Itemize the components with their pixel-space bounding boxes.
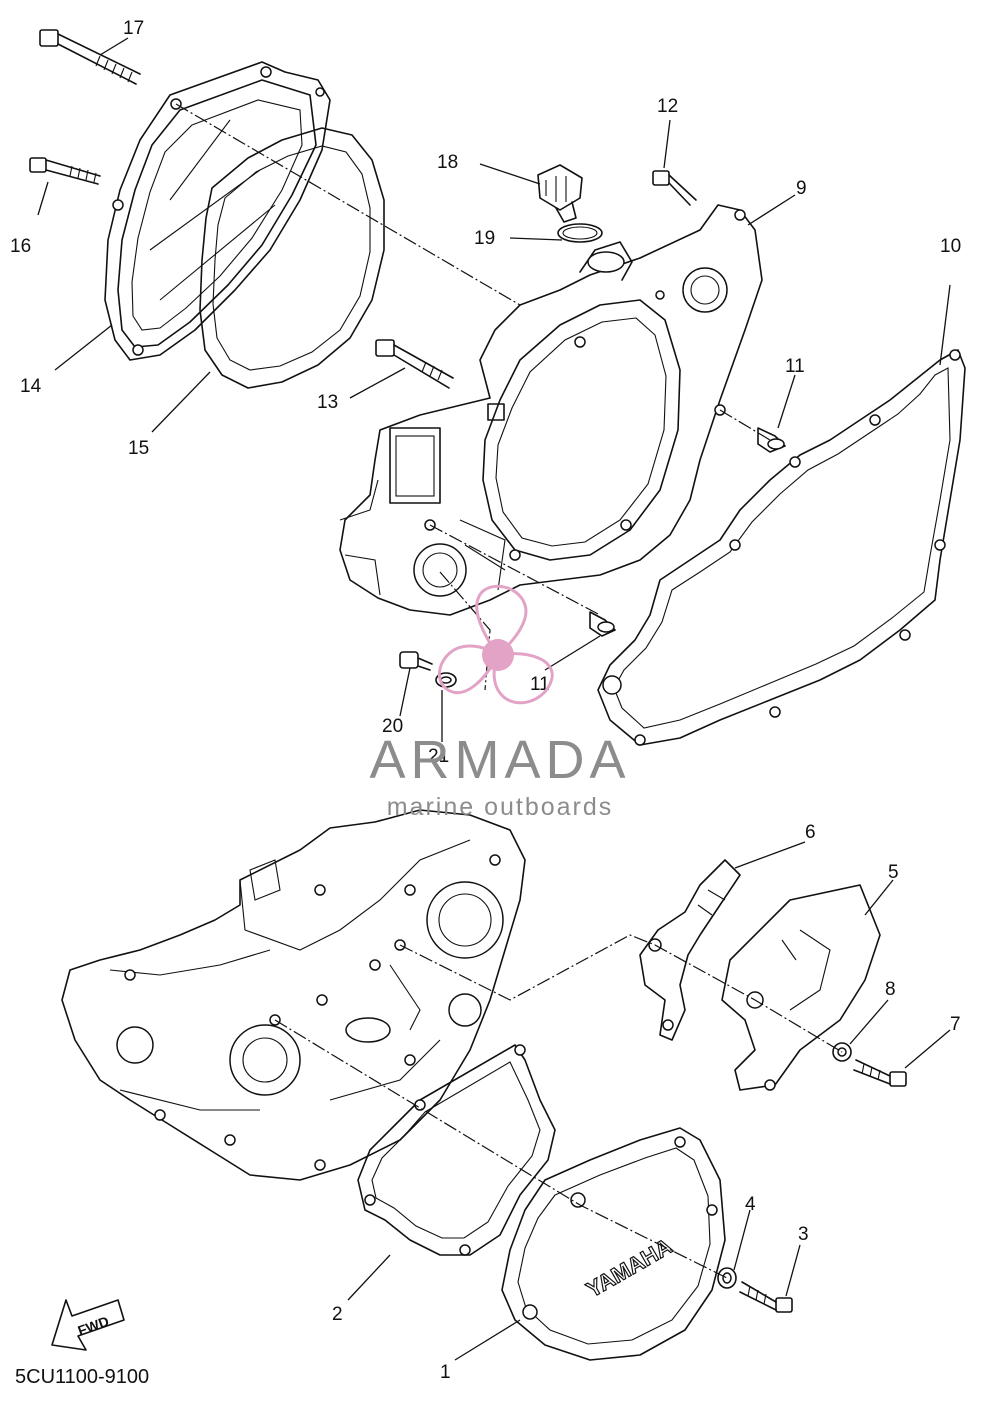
part-1-yamaha-cover: YAMAHA (501, 1127, 726, 1361)
crankcase-body (61, 809, 526, 1181)
callout-5: 5 (888, 862, 899, 883)
callout-11-upper: 11 (785, 356, 805, 377)
armada-watermark: ARMADA marine outboards (369, 584, 630, 821)
part-11-dowel-lower (589, 611, 616, 637)
watermark-subtitle: marine outboards (387, 793, 614, 821)
callout-12: 12 (657, 96, 678, 117)
callout-16: 16 (10, 236, 31, 257)
part-14-outer-cover (104, 61, 331, 361)
part-15-gasket (199, 127, 385, 389)
part-7-bolt (853, 1059, 907, 1087)
part-19-o-ring (557, 223, 603, 243)
part-11-dowel-upper (757, 427, 786, 453)
part-10-gasket (597, 349, 966, 746)
part-3-bolt (739, 1281, 793, 1313)
callout-20: 20 (382, 716, 403, 737)
fwd-label: FWD (76, 1313, 111, 1339)
leader-lines (37, 37, 951, 1361)
callout-4: 4 (745, 1194, 756, 1215)
part-16-bolt (29, 157, 101, 185)
alignment-lines (175, 103, 843, 1279)
callout-11-lower: 11 (530, 674, 550, 695)
callout-19: 19 (474, 228, 495, 249)
callout-18: 18 (437, 152, 458, 173)
callout-13: 13 (317, 392, 338, 413)
part-2-gasket (357, 1044, 556, 1256)
part-5-sprocket-cover (721, 884, 881, 1091)
callout-21: 21 (428, 746, 449, 767)
callout-2: 2 (332, 1304, 343, 1325)
callout-1: 1 (440, 1362, 451, 1383)
part-6-guide-plate (639, 859, 741, 1041)
callout-17: 17 (123, 18, 144, 39)
part-12-bolt (652, 170, 697, 206)
part-20-bolt (399, 651, 433, 671)
yamaha-emblem: YAMAHA (582, 1233, 676, 1302)
callout-15: 15 (128, 438, 149, 459)
part-13-bolt (375, 339, 454, 389)
part-18-filler-plug (537, 164, 583, 223)
callout-numbers: 1 2 3 4 5 6 7 8 9 10 11 11 12 13 14 15 1… (10, 18, 961, 1383)
callout-3: 3 (798, 1224, 809, 1245)
callout-6: 6 (805, 822, 816, 843)
callout-14: 14 (20, 376, 42, 397)
part-9-crankcase-cover (339, 204, 763, 616)
callout-10: 10 (940, 236, 961, 257)
part-4-washer (717, 1267, 737, 1289)
watermark-title: ARMADA (369, 730, 630, 790)
part-17-bolt (39, 29, 141, 85)
callout-9: 9 (796, 178, 807, 199)
part-code: 5CU1100-9100 (15, 1366, 149, 1388)
callout-8: 8 (885, 979, 896, 1000)
fwd-arrow: FWD (51, 1299, 125, 1351)
propeller-logo-icon (437, 584, 554, 705)
callout-7: 7 (950, 1014, 961, 1035)
